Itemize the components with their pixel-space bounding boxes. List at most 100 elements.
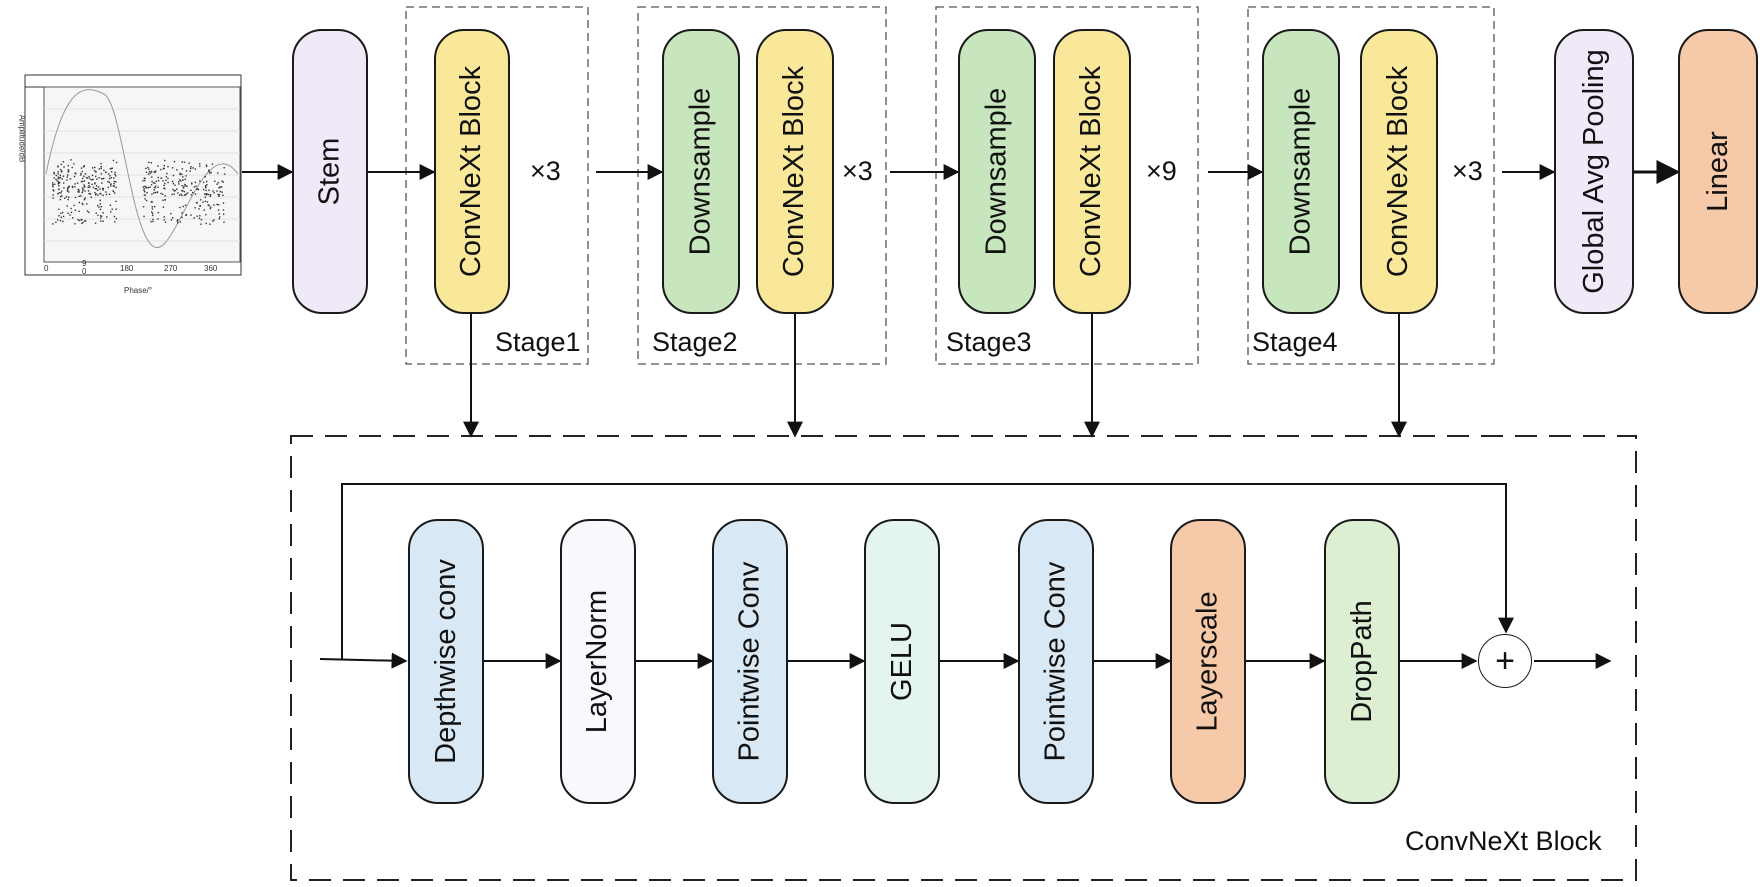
scatter-dot: [209, 223, 211, 225]
scatter-dot: [80, 174, 82, 176]
scatter-dot: [84, 190, 86, 192]
linear-block: Linear: [1678, 29, 1758, 314]
scatter-dot: [57, 178, 60, 180]
stage1-convnext-label: ConvNeXt Block: [455, 65, 488, 278]
scatter-dot: [115, 181, 117, 183]
scatter-dot: [174, 184, 176, 186]
scatter-dot: [67, 187, 69, 189]
scatter-dot: [55, 178, 57, 181]
scatter-dot: [179, 221, 182, 223]
scatter-dot: [100, 206, 102, 208]
scatter-dot: [95, 194, 97, 196]
scatter-dot: [81, 222, 83, 225]
scatter-dot: [162, 193, 164, 195]
scatter-dot: [83, 175, 85, 177]
scatter-dot: [95, 171, 97, 173]
scatter-dot: [195, 202, 198, 204]
scatter-dot: [110, 171, 113, 173]
scatter-dot: [87, 177, 89, 179]
scatter-dot: [52, 223, 54, 225]
scatter-dot: [80, 219, 82, 221]
scatter-dot: [183, 191, 186, 193]
scatter-dot: [205, 187, 207, 189]
scatter-dot: [57, 166, 59, 168]
scatter-dot: [145, 186, 147, 188]
scatter-dot: [107, 186, 109, 189]
stage4-box: [1247, 6, 1495, 365]
scatter-dot: [59, 174, 61, 177]
scatter-dot: [172, 217, 174, 219]
scatter-dot: [61, 211, 64, 214]
convnext-block-box: [290, 435, 1637, 881]
stage4-convnext-block: ConvNeXt Block: [1360, 29, 1438, 314]
scatter-dot: [99, 188, 101, 190]
scatter-dot: [142, 186, 144, 188]
scatter-dot: [143, 189, 145, 191]
pointwise-conv-1-block: Pointwise Conv: [712, 519, 788, 804]
scatter-dot: [97, 214, 99, 217]
scatter-dot: [205, 213, 207, 216]
scatter-dot: [55, 174, 57, 177]
scatter-dot: [69, 214, 71, 216]
scatter-dot: [157, 165, 159, 167]
scatter-dot: [185, 175, 187, 177]
scatter-dot: [99, 208, 102, 211]
scatter-dot: [100, 215, 103, 218]
scatter-dot: [176, 169, 178, 171]
scatter-dot: [61, 178, 63, 180]
scatter-dot: [144, 179, 146, 182]
stage1-convnext-block: ConvNeXt Block: [434, 29, 510, 314]
scatter-dot: [58, 215, 60, 217]
depthwise-conv-block: Depthwise conv: [408, 519, 484, 804]
scatter-dot: [151, 176, 153, 178]
scatter-dot: [154, 191, 156, 194]
stage3-convnext-block: ConvNeXt Block: [1053, 29, 1131, 314]
scatter-dot: [60, 171, 63, 173]
scatter-dot: [94, 166, 96, 169]
scatter-dot: [113, 215, 116, 218]
scatter-dot: [152, 182, 155, 184]
scatter-dot: [94, 222, 97, 224]
scatter-dot: [178, 194, 181, 196]
scatter-dot: [108, 177, 111, 180]
scatter-dot: [190, 194, 193, 196]
scatter-dot: [150, 220, 152, 223]
scatter-dot: [184, 204, 187, 207]
scatter-dot: [199, 163, 201, 165]
stage1-box: [405, 6, 589, 365]
scatter-dot: [164, 159, 166, 162]
scatter-dot: [63, 182, 65, 184]
scatter-dot: [102, 212, 104, 214]
scatter-dot: [97, 204, 99, 207]
scatter-dot: [115, 186, 117, 189]
y-axis-label: Amplitude/dB: [17, 114, 27, 163]
scatter-dot: [181, 216, 183, 219]
scatter-dot: [204, 185, 207, 187]
scatter-dot: [182, 187, 185, 189]
scatter-dot: [150, 162, 152, 164]
scatter-dot: [165, 176, 168, 178]
scatter-dot: [157, 211, 160, 214]
scatter-dot: [112, 185, 115, 187]
scatter-dot: [192, 191, 194, 194]
scatter-dot: [218, 187, 220, 189]
scatter-dot: [194, 193, 197, 195]
scatter-dot: [176, 219, 179, 221]
scatter-dot: [92, 186, 95, 189]
scatter-dot: [105, 193, 108, 196]
scatter-dot: [157, 186, 159, 188]
scatter-dot: [78, 201, 80, 204]
scatter-dot: [193, 217, 195, 219]
scatter-dot: [145, 199, 148, 202]
scatter-dot: [209, 207, 212, 210]
scatter-dot: [167, 166, 169, 168]
scatter-dot: [74, 172, 76, 174]
scatter-dot: [178, 181, 180, 183]
scatter-dot: [185, 170, 188, 172]
scatter-dot: [110, 167, 113, 170]
scatter-dot: [91, 167, 94, 169]
x-axis-label: Phase/°: [124, 286, 153, 295]
stage2-box: [637, 6, 887, 365]
scatter-dot: [57, 182, 60, 184]
scatter-dot: [219, 216, 221, 218]
